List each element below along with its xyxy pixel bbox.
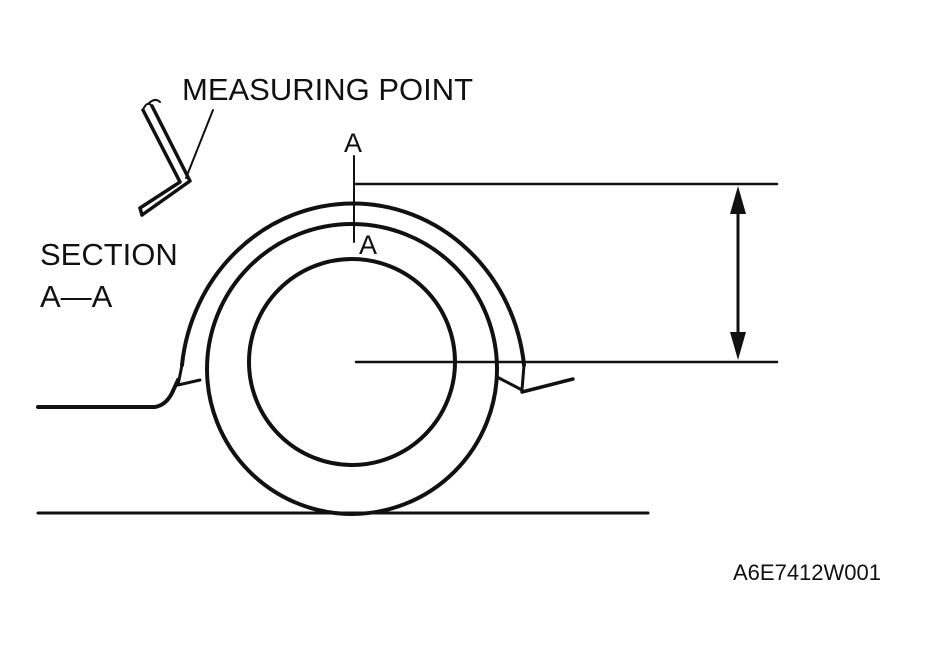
section-mark-bottom: A [359, 230, 377, 260]
body-lower-line-left [36, 378, 180, 409]
section-title-label: SECTION [40, 237, 178, 272]
section-profile-icon [138, 98, 192, 217]
tire-outer [205, 222, 499, 516]
body-lower-line-right [520, 377, 575, 394]
fender-flange-left [176, 363, 202, 387]
height-dimension-arrow [730, 186, 746, 360]
measuring-point-label: MEASURING POINT [182, 72, 473, 107]
section-mark-top: A [344, 128, 362, 158]
measuring-point-leader [185, 109, 214, 179]
section-name-label: A—A [40, 279, 113, 314]
fender-flange-right [495, 363, 526, 392]
figure-code-label: A6E7412W001 [733, 560, 881, 585]
